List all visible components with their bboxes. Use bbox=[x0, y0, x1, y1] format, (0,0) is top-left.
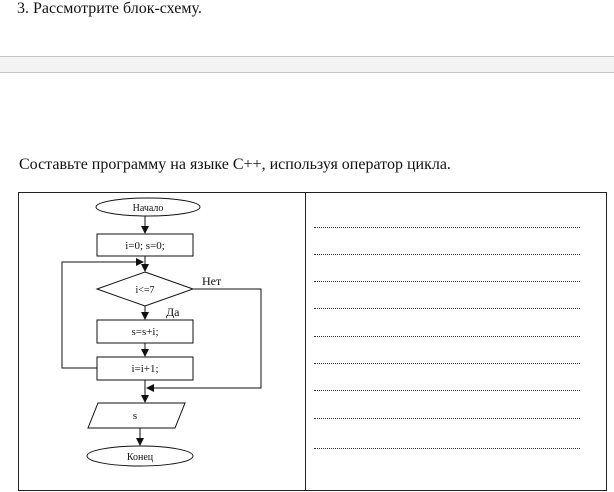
answer-line[interactable] bbox=[314, 254, 580, 255]
separator-band bbox=[0, 56, 614, 73]
table-divider bbox=[305, 193, 306, 490]
answer-line[interactable] bbox=[314, 418, 580, 419]
condition-label: i<=7 bbox=[135, 285, 154, 296]
increment-label: i=i+1; bbox=[131, 363, 158, 375]
task-text: Составьте программу на языке C++, исполь… bbox=[19, 156, 451, 173]
answer-line[interactable] bbox=[314, 448, 580, 449]
answer-line[interactable] bbox=[314, 281, 580, 282]
sum-label: s=s+i; bbox=[131, 326, 158, 338]
question-heading: 3. Рассмотрите блок-схему. bbox=[17, 0, 202, 17]
start-label: Начало bbox=[133, 203, 164, 214]
start-terminal bbox=[95, 197, 201, 217]
answer-line[interactable] bbox=[314, 363, 580, 364]
answer-line[interactable] bbox=[314, 336, 580, 337]
end-terminal bbox=[86, 445, 194, 467]
yes-label: Да bbox=[166, 305, 180, 319]
init-label: i=0; s=0; bbox=[125, 240, 165, 252]
output-label: s bbox=[133, 410, 137, 422]
answer-line[interactable] bbox=[314, 308, 580, 309]
answer-line[interactable] bbox=[314, 390, 580, 391]
no-label: Нет bbox=[202, 274, 222, 288]
answer-table bbox=[18, 192, 607, 491]
answer-line[interactable] bbox=[314, 227, 580, 228]
end-label: Конец bbox=[127, 452, 154, 463]
output-block bbox=[87, 402, 186, 429]
